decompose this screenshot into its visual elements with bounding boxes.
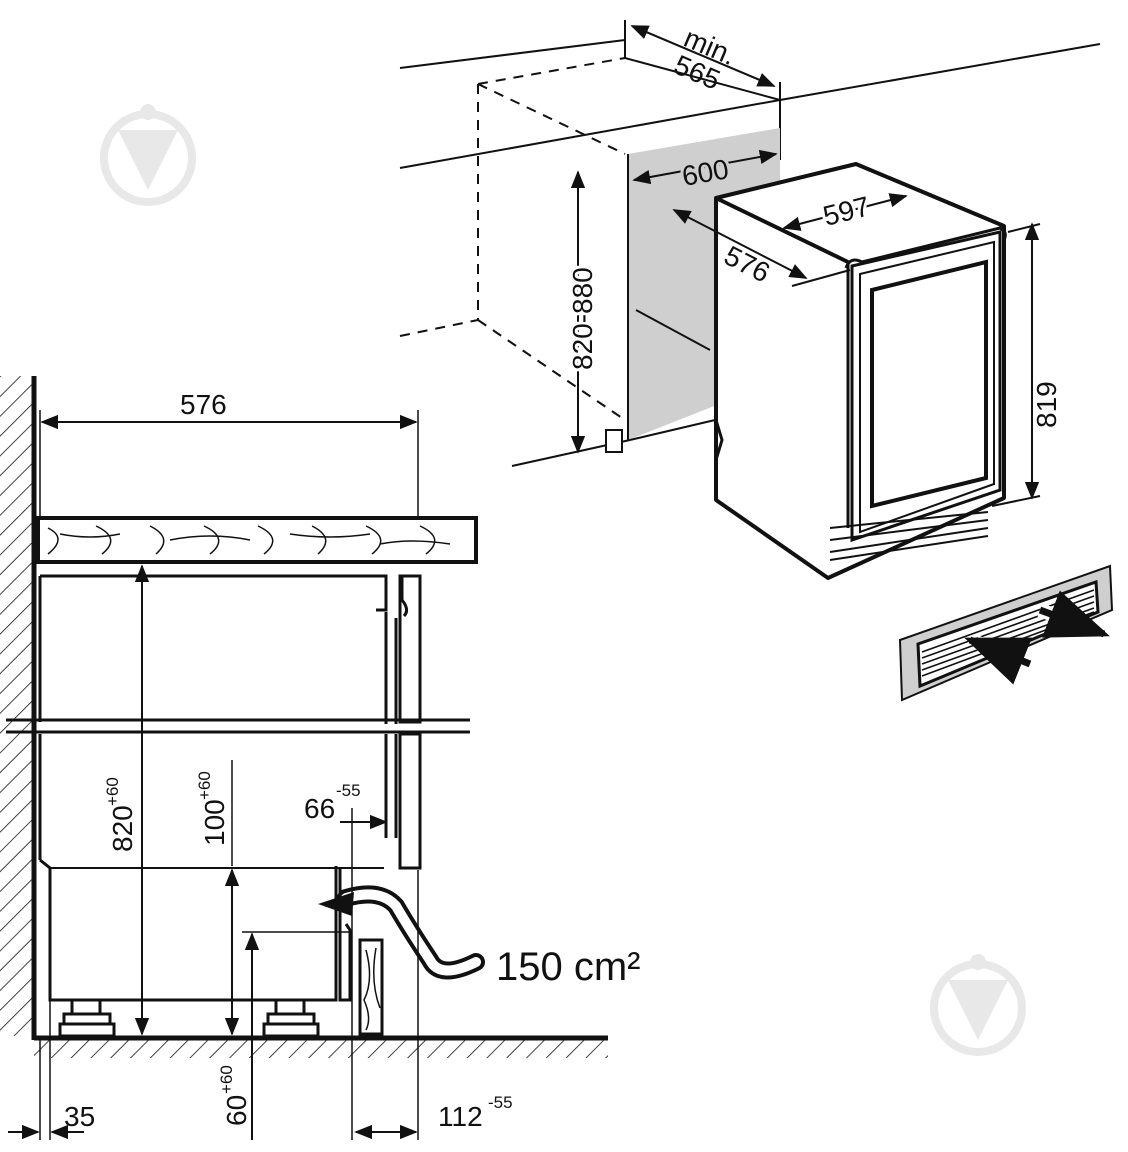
wall-hatch [0, 376, 34, 1036]
worktop [36, 516, 478, 564]
dim-100-plinth: 100 +60 [195, 760, 240, 1036]
dim-576-section-value: 576 [180, 389, 227, 420]
dim-60-foot: 60 +60 [217, 931, 350, 1140]
vent-area-label: 150 cm² [496, 945, 641, 989]
dim-35-wall-gap: 35 [8, 1000, 95, 1140]
dim-820-880: 820-880 [564, 170, 601, 454]
dim-576-section: 576 [39, 389, 419, 520]
dim-100-tolerance: +60 [195, 771, 214, 800]
dim-819: 819 [991, 222, 1062, 507]
adjustable-foot-left [58, 998, 116, 1038]
dim-600: 600 [632, 149, 778, 195]
watermark-logo-top [100, 104, 196, 206]
dim-60-tolerance: +60 [217, 1065, 236, 1094]
vent-grille-detail [898, 564, 1114, 702]
floor-hatch [34, 1038, 608, 1058]
dim-min-565: min. 565 [630, 22, 776, 96]
dim-112-tolerance: -55 [488, 1093, 513, 1112]
dim-100-value: 100 [199, 799, 230, 846]
dim-66-value: 66 [304, 793, 335, 824]
cabinet-section [6, 574, 470, 1038]
dim-820-value: 820 [107, 805, 138, 852]
dim-60-value: 60 [221, 1095, 252, 1126]
airflow-arrow [318, 885, 485, 980]
dim-819-value: 819 [1031, 381, 1062, 428]
dim-820-880-value: 820-880 [567, 267, 598, 370]
dim-66-setback: 66 -55 [304, 781, 388, 1140]
dim-820-section: 820 +60 [103, 564, 150, 1036]
dim-112-front: 112 -55 [354, 870, 513, 1140]
dim-35-value: 35 [64, 1101, 95, 1132]
dim-600-value: 600 [680, 153, 731, 192]
niche-3d-view [399, 20, 1101, 580]
dim-112-value: 112 [438, 1101, 483, 1132]
adjustable-foot-right [262, 998, 320, 1038]
dim-66-tolerance: -55 [336, 781, 361, 800]
watermark-logo-bottom [930, 954, 1026, 1056]
dim-820-tolerance: +60 [103, 777, 122, 806]
